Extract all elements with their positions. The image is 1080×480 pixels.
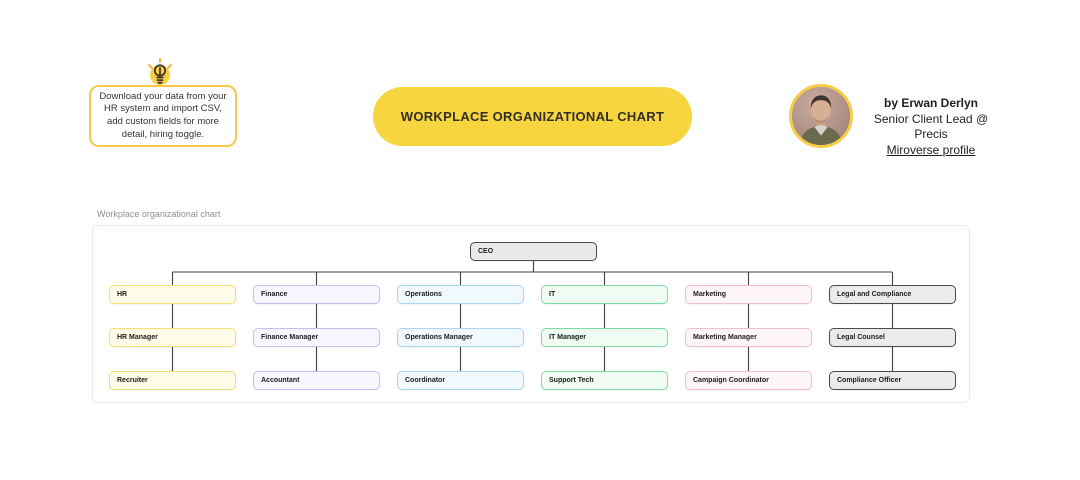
org-node-label: CEO: [478, 248, 494, 255]
avatar-photo: [792, 87, 850, 145]
org-node-marketing[interactable]: Marketing: [685, 285, 812, 304]
page-title: WORKPLACE ORGANIZATIONAL CHART: [400, 109, 665, 124]
org-node-label: Legal and Compliance: [837, 291, 912, 298]
org-node-support-tech[interactable]: Support Tech: [541, 371, 668, 390]
org-node-finance[interactable]: Finance: [253, 285, 380, 304]
org-node-label: Marketing: [693, 291, 727, 298]
org-node-label: Recruiter: [117, 377, 148, 384]
org-node-label: HR Manager: [117, 334, 158, 341]
org-node-label: Accountant: [261, 377, 300, 384]
org-node-label: IT Manager: [549, 334, 586, 341]
org-node-legal-counsel[interactable]: Legal Counsel: [829, 328, 956, 347]
org-node-hr[interactable]: HR: [109, 285, 236, 304]
org-node-label: Legal Counsel: [837, 334, 885, 341]
org-chart-connectors: [171, 261, 894, 371]
org-node-label: Finance: [261, 291, 288, 298]
org-node-recruiter[interactable]: Recruiter: [109, 371, 236, 390]
org-node-it[interactable]: IT: [541, 285, 668, 304]
org-node-accountant[interactable]: Accountant: [253, 371, 380, 390]
title-banner[interactable]: WORKPLACE ORGANIZATIONAL CHART: [373, 87, 692, 146]
org-node-coordinator[interactable]: Coordinator: [397, 371, 524, 390]
org-node-ceo[interactable]: CEO: [470, 242, 597, 261]
org-node-operations-manager[interactable]: Operations Manager: [397, 328, 524, 347]
org-node-label: Finance Manager: [261, 334, 319, 341]
org-node-marketing-manager[interactable]: Marketing Manager: [685, 328, 812, 347]
author-role: Senior Client Lead @ Precis: [873, 111, 989, 142]
author-block: by Erwan Derlyn Senior Client Lead @ Pre…: [863, 96, 999, 158]
author-byline: by Erwan Derlyn: [883, 96, 979, 110]
frame-label[interactable]: Workplace organizational chart: [97, 209, 221, 219]
org-node-label: Marketing Manager: [693, 334, 757, 341]
org-node-hr-manager[interactable]: HR Manager: [109, 328, 236, 347]
org-node-operations[interactable]: Operations: [397, 285, 524, 304]
miroverse-profile-link[interactable]: Miroverse profile: [886, 142, 976, 157]
org-node-label: Coordinator: [405, 377, 446, 384]
org-node-label: Campaign Coordinator: [693, 377, 769, 384]
org-node-it-manager[interactable]: IT Manager: [541, 328, 668, 347]
hint-sticky-note[interactable]: Download your data from your HR system a…: [89, 85, 237, 147]
org-node-label: Operations Manager: [405, 334, 473, 341]
org-node-label: HR: [117, 291, 128, 298]
org-chart-frame[interactable]: CEO HR HR Manager Recruiter Finance Fina…: [92, 225, 970, 403]
org-node-campaign-coordinator[interactable]: Campaign Coordinator: [685, 371, 812, 390]
org-node-label: Operations: [405, 291, 442, 298]
org-node-compliance-officer[interactable]: Compliance Officer: [829, 371, 956, 390]
hint-text: Download your data from your HR system a…: [99, 90, 227, 140]
org-node-legal-and-compliance[interactable]: Legal and Compliance: [829, 285, 956, 304]
org-node-label: IT: [549, 291, 556, 298]
org-node-finance-manager[interactable]: Finance Manager: [253, 328, 380, 347]
avatar[interactable]: [789, 84, 853, 148]
lightbulb-icon: [148, 58, 172, 85]
org-node-label: Compliance Officer: [837, 377, 902, 384]
org-node-label: Support Tech: [549, 377, 594, 384]
